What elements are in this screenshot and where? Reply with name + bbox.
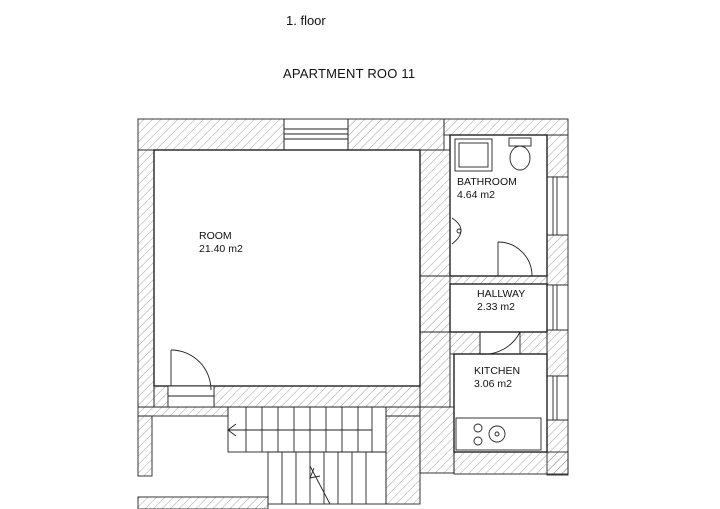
kitchen-counter [455, 417, 542, 451]
bathroom-door [497, 241, 533, 277]
bathroom-outline [449, 134, 548, 277]
bathroom-name: BATHROOM [457, 176, 517, 188]
hallway-outline [449, 283, 548, 333]
toilet-icon [508, 137, 532, 171]
plan-title: APARTMENT ROO 11 [283, 66, 416, 81]
kitchen-label: KITCHEN 3.06 m2 [474, 365, 520, 391]
windows-right [546, 176, 569, 421]
bathroom-label: BATHROOM 4.64 m2 [457, 176, 517, 202]
room-door [167, 349, 215, 408]
staircase [227, 406, 387, 505]
floor-label: 1. floor [286, 13, 326, 28]
bathroom-area: 4.64 m2 [457, 189, 495, 201]
hallway-label: HALLWAY 2.33 m2 [477, 288, 525, 314]
room-label: ROOM 21.40 m2 [199, 230, 243, 256]
walls [137, 118, 569, 509]
kitchen-door [479, 331, 521, 355]
kitchen-name: KITCHEN [474, 365, 521, 377]
shower-tray [454, 138, 493, 172]
window-top [283, 118, 349, 151]
hallway-area: 2.33 m2 [477, 301, 515, 313]
hallway-name: HALLWAY [477, 288, 526, 300]
kitchen-outline [453, 353, 548, 453]
kitchen-area: 3.06 m2 [474, 378, 512, 390]
room-name: ROOM [199, 230, 232, 242]
room-area: 21.40 m2 [199, 243, 243, 255]
room-outline [153, 149, 421, 387]
washbasin-icon [451, 217, 462, 245]
